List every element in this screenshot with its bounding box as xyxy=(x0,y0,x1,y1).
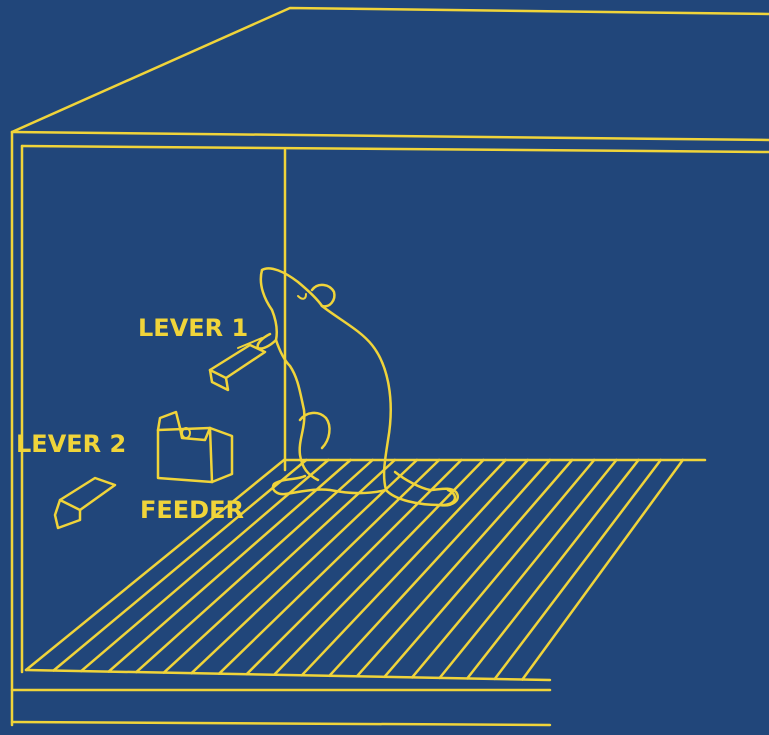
lever-2-label: LEVER 2 xyxy=(16,430,126,458)
lever-1-label: LEVER 1 xyxy=(138,314,248,342)
feeder-label: FEEDER xyxy=(140,496,244,524)
